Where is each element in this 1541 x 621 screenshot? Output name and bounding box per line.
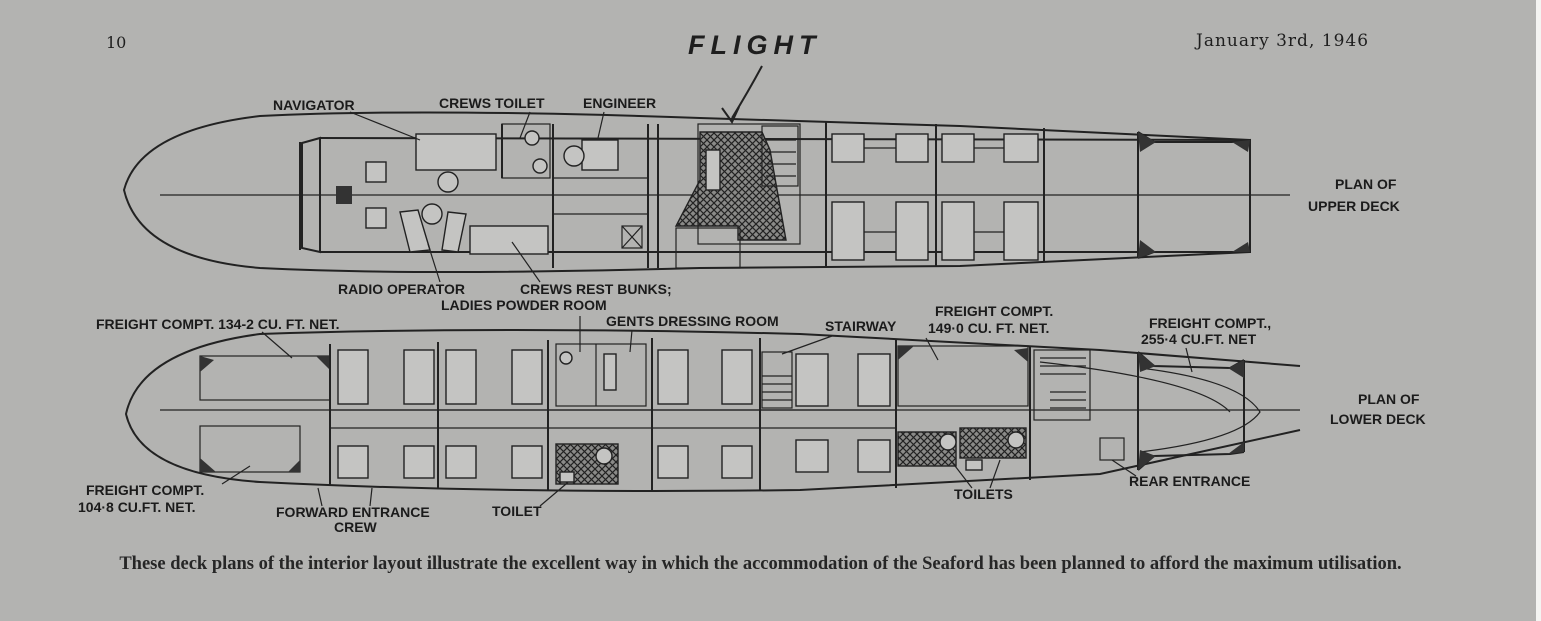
pilot-seat	[365, 161, 387, 183]
lower-deck-plan	[124, 329, 1301, 492]
label-toilets: TOILETS	[954, 486, 1013, 502]
copilot-seat	[365, 207, 387, 229]
label-engineer: ENGINEER	[583, 95, 656, 111]
lower-deck-outline	[124, 329, 1301, 492]
radio-operator-seat	[421, 203, 443, 225]
label-crews-toilet: CREWS TOILET	[439, 95, 545, 111]
forward-freight-upper	[199, 355, 331, 401]
upper-plan-label-1: PLAN OF	[1335, 176, 1397, 192]
upper-deck-plan	[122, 111, 1290, 273]
lower-seat-rows	[337, 349, 891, 479]
masthead-title: FLIGHT	[688, 30, 822, 60]
control-pedestal	[336, 186, 352, 204]
lower-plan-label-2: LOWER DECK	[1330, 411, 1426, 427]
page-edge	[1536, 0, 1541, 621]
lower-stairway	[761, 351, 793, 409]
label-forward-entrance: FORWARD ENTRANCE	[276, 504, 430, 520]
upper-seat-rows	[831, 133, 1039, 261]
masthead-arrowhead	[721, 106, 740, 124]
label-ladies-powder-room: LADIES POWDER ROOM	[441, 297, 607, 313]
figure-caption: These deck plans of the interior layout …	[119, 554, 1402, 574]
crews-rest-bunk	[469, 225, 549, 255]
page-number: 10	[106, 33, 127, 52]
label-freight-fwd-upper: FREIGHT COMPT. 134-2 CU. FT. NET.	[96, 316, 339, 332]
label-freight-mid-1: FREIGHT COMPT.	[935, 303, 1053, 319]
label-radio-operator: RADIO OPERATOR	[338, 281, 465, 297]
gents-dressing-room	[555, 343, 647, 407]
label-gents-dressing-room: GENTS DRESSING ROOM	[606, 313, 779, 329]
label-crew: CREW	[334, 519, 378, 535]
label-freight-mid-2: 149·0 CU. FT. NET.	[928, 320, 1049, 336]
engineer-panel	[581, 139, 619, 171]
label-freight-fwd-lower-2: 104·8 CU.FT. NET.	[78, 499, 195, 515]
label-freight-aft-1: FREIGHT COMPT.,	[1149, 315, 1271, 331]
label-rear-entrance: REAR ENTRANCE	[1129, 473, 1250, 489]
engineer-seat	[563, 145, 585, 167]
rear-entrance-door	[1099, 437, 1125, 461]
upper-deck-outline	[122, 111, 1251, 273]
label-toilet: TOILET	[492, 503, 542, 519]
forward-freight-lower	[199, 425, 301, 473]
navigator-table	[415, 133, 497, 171]
lower-plan-label-1: PLAN OF	[1358, 391, 1420, 407]
mid-freight-compartment	[897, 345, 1029, 407]
masthead-arrow	[731, 65, 763, 119]
label-crews-rest-bunks: CREWS REST BUNKS;	[520, 281, 672, 297]
navigator-seat	[437, 171, 459, 193]
issue-date: January 3rd, 1946	[1196, 31, 1370, 51]
label-freight-aft-2: 255·4 CU.FT. NET	[1141, 331, 1257, 347]
upper-stairway	[761, 125, 799, 187]
label-freight-fwd-lower-1: FREIGHT COMPT.	[86, 482, 204, 498]
label-stairway: STAIRWAY	[825, 318, 897, 334]
upper-stair-landing	[674, 131, 787, 241]
label-navigator: NAVIGATOR	[273, 97, 355, 113]
upper-plan-label-2: UPPER DECK	[1308, 198, 1400, 214]
